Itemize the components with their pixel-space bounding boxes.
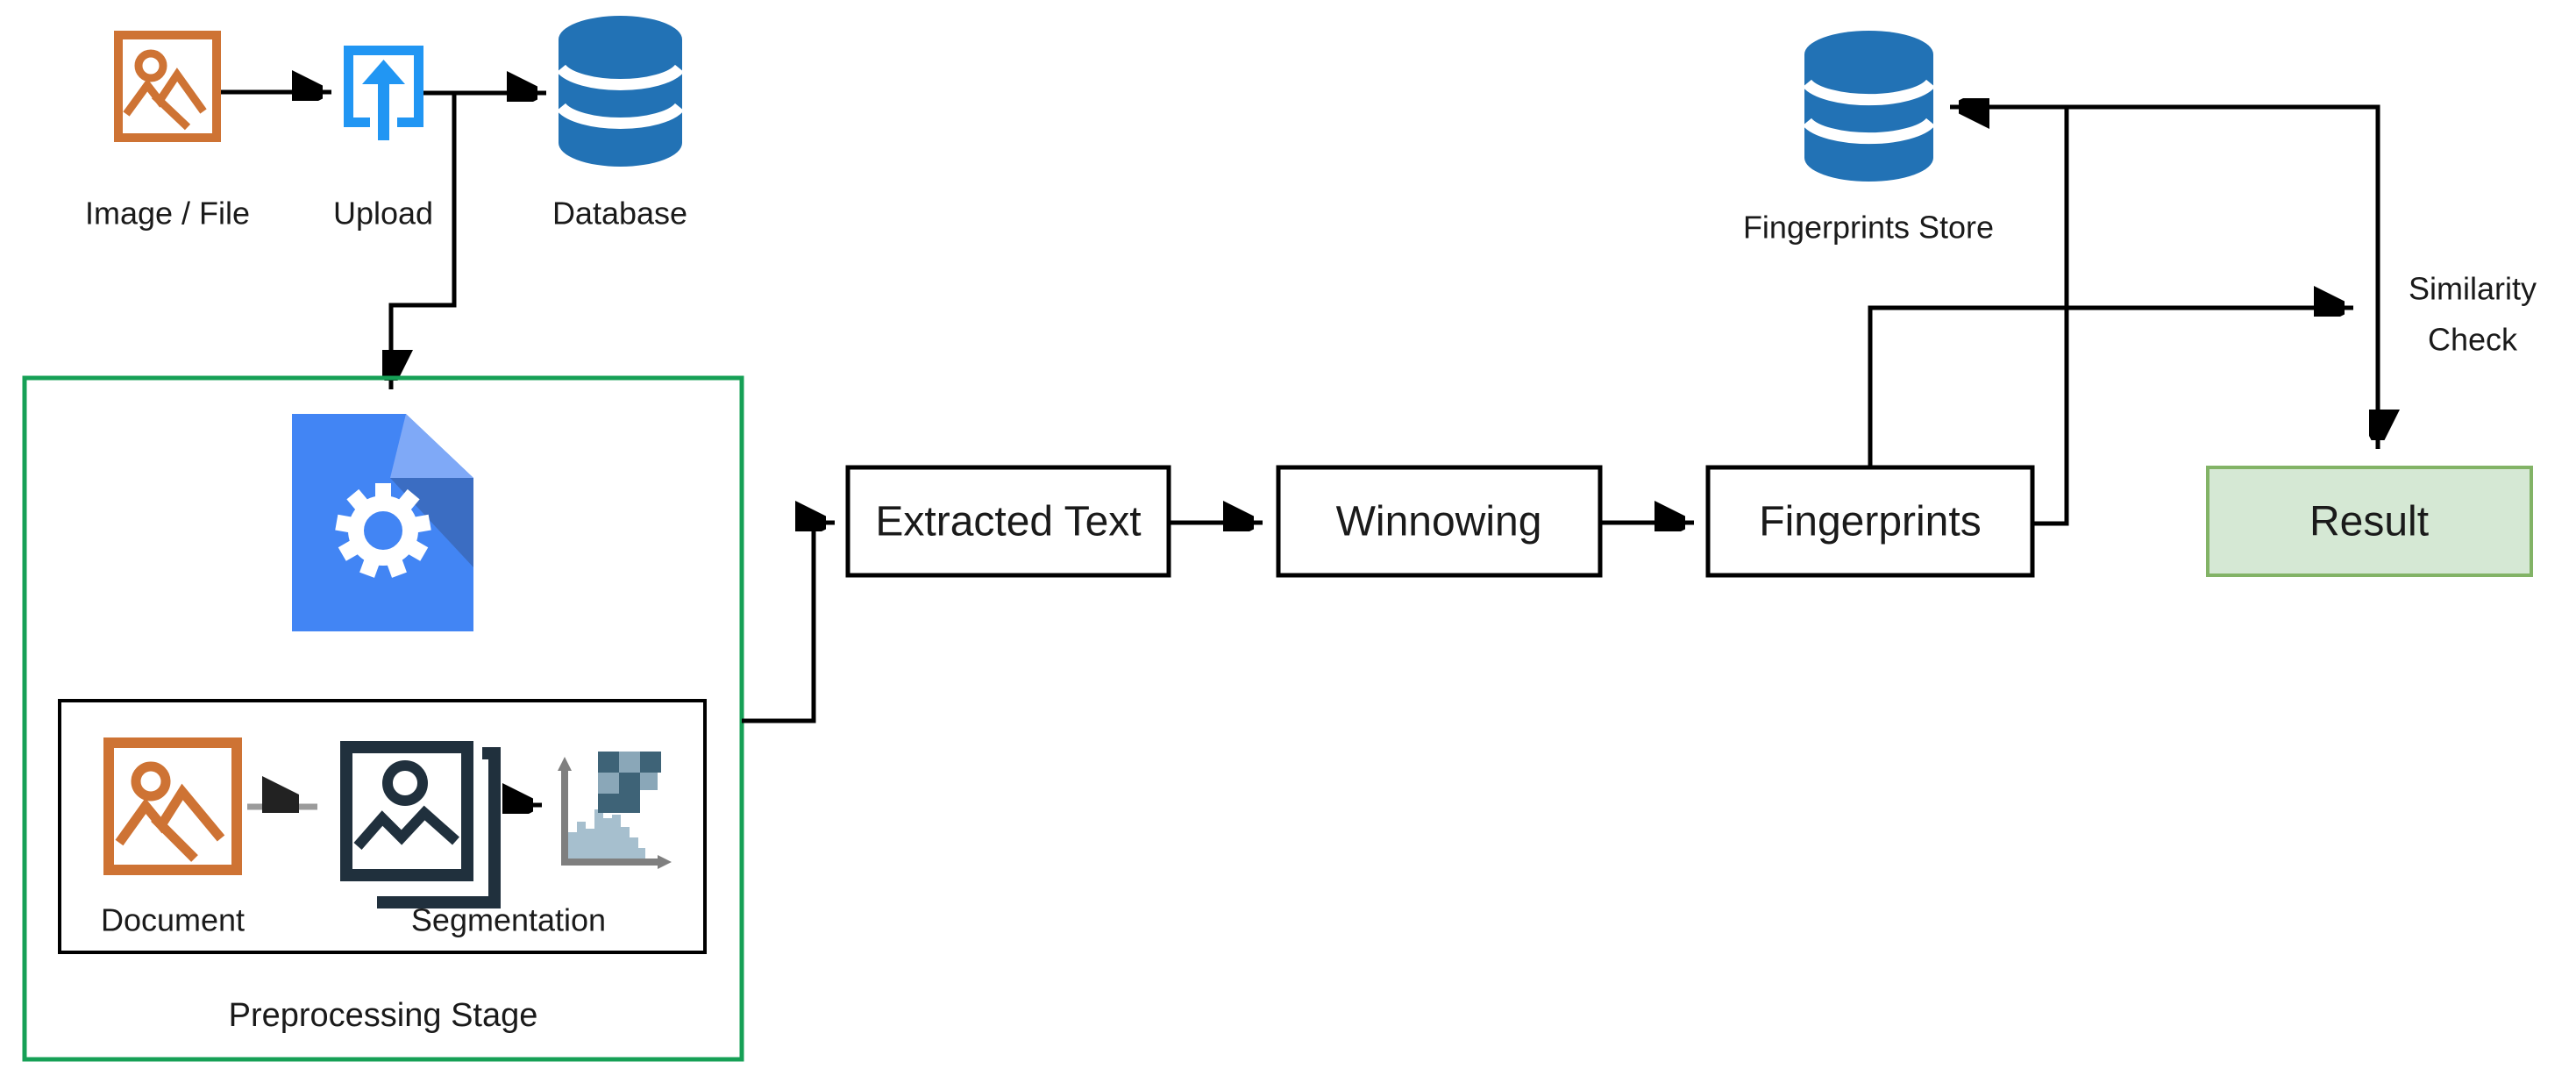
upload-label: Upload [333, 196, 433, 232]
winnowing-label: Winnowing [1336, 499, 1542, 545]
fingerprints-store-node: Fingerprints Store [1743, 31, 1994, 246]
edge-fingerprints-to-similaritycheck [1868, 308, 2353, 467]
document-label: Document [101, 902, 245, 938]
fingerprints-store-label: Fingerprints Store [1743, 210, 1994, 246]
picture-icon [114, 31, 221, 142]
database-cylinder-icon [556, 16, 685, 167]
extracted-text-label: Extracted Text [875, 499, 1141, 545]
mosaic-squares [598, 752, 661, 813]
result-label: Result [2309, 499, 2429, 545]
extracted-text-node: Extracted Text [845, 465, 1171, 578]
edge-upload-to-preprocessing [391, 93, 457, 389]
layered-images-icon [340, 741, 501, 908]
picture-icon [103, 737, 242, 875]
preprocessing-label: Preprocessing Stage [229, 997, 538, 1034]
winnowing-node: Winnowing [1276, 465, 1603, 578]
edge-preprocessing-to-extractedtext [742, 523, 835, 723]
fingerprints-node: Fingerprints [1705, 465, 2035, 578]
edge-fingerprints-to-store [1950, 107, 2069, 526]
image-file-label: Image / File [85, 196, 250, 232]
histogram-icon [558, 752, 672, 869]
similarity-check-node: Similarity Check [2409, 271, 2537, 358]
segmentation-label: Segmentation [411, 902, 606, 938]
segmentation-node: Segmentation [340, 741, 606, 938]
database-label: Database [552, 196, 687, 232]
upload-icon [344, 46, 423, 140]
upload-node: Upload [333, 46, 433, 232]
fingerprints-label: Fingerprints [1759, 499, 1981, 545]
gear-icon [335, 483, 431, 578]
edge-similaritycheck-to-result [2067, 104, 2378, 449]
document-node: Document [101, 737, 245, 938]
image-file-node: Image / File [85, 31, 250, 232]
document-gear-icon [292, 414, 473, 631]
preprocessing-container: Document Segmentation [22, 375, 744, 1062]
similarity-check-label-line1: Similarity [2409, 271, 2537, 307]
database-cylinder-icon [1803, 31, 1935, 182]
similarity-check-label-line2: Check [2428, 322, 2518, 358]
result-node: Result [2206, 466, 2533, 577]
database-node: Database [552, 16, 687, 232]
